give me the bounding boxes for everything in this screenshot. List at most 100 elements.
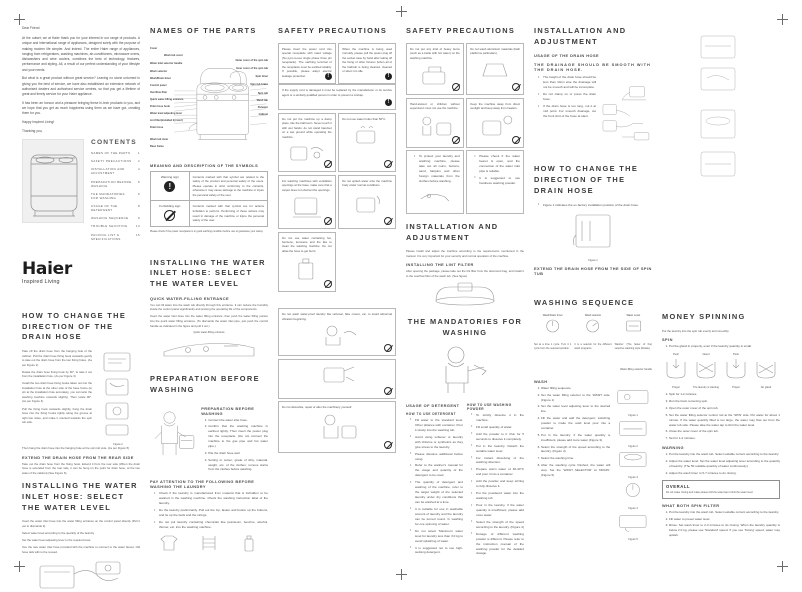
attention-heading: PAY ATTENTION TO THE FOLLOWING BEFORE WA… — [150, 479, 255, 490]
dial-wash-selector[interactable]: Wash selector — [574, 314, 611, 340]
detergent-item: Fill water to the standard level. Other … — [410, 417, 463, 433]
symbols-heading: MEANING AND DESCRIPTION OF THE SYMBOLS — [150, 162, 259, 168]
crop-mark-top-right — [777, 14, 788, 25]
letter-salutation: Dear Friend — [22, 26, 40, 30]
safety-warning-grid: Please insert the power cord into specia… — [278, 42, 396, 85]
safety2-grid-3: To protect your laundry and washing mach… — [406, 150, 524, 214]
welcome-letter: Dear Friend At the outset, we at Haier t… — [22, 26, 140, 134]
section-title-drain-hose-direction: HOW TO CHANGE THE DIRECTION OF THE DRAIN… — [22, 310, 127, 342]
powder-item: Pour in the laundry, if the water quanti… — [471, 503, 524, 518]
section-title-money-spinning: MONEY SPINNING — [662, 312, 746, 321]
gland-label-push: Push — [673, 353, 679, 357]
forbidden-icon — [323, 280, 332, 289]
dial-wash-drain-timer[interactable]: Wash/Drain timer — [534, 314, 571, 340]
powder-item: Put in the laundry. Detach the suitable … — [471, 443, 524, 454]
spinning-intro: Put the laundry into the spin tub evenly… — [662, 328, 730, 333]
spin-sub-heading: Spin — [662, 337, 673, 343]
section-title-change-drain-direction: HOW TO CHANGE THE DIRECTION OF THE DRAIN… — [534, 164, 639, 195]
aluminium-illustration — [482, 63, 508, 77]
section-title-prep-before-washing: PREPARATION BEFORE WASHING — [150, 374, 260, 394]
garment-icon — [160, 535, 178, 551]
gland-push-icon — [666, 359, 686, 379]
section-title-installation-adjustment-2: INSTALLATION AND ADJUSTMENT — [534, 26, 627, 46]
wash-figure-3 — [619, 451, 647, 467]
quick-entrance-figure — [163, 343, 255, 357]
safety2-cell: Hand-sluiced or children without supervi… — [406, 97, 464, 148]
part-label-cover: Cover — [150, 46, 158, 50]
safety-forbid-text: Do not use water hotter than 50°C. — [342, 116, 387, 121]
spin-filter-item: Put the laundry into the wash tub. Selec… — [669, 510, 780, 515]
parts-diagram: Cover Wash tub cover Water inlet selecto… — [150, 43, 268, 155]
inlet-step-2: Select water level according to the quan… — [22, 530, 95, 535]
powder-item: Select the strength of the speed accordi… — [471, 519, 524, 530]
drain-step-2: Rotate the drain hose fixing hook by 90°… — [22, 369, 92, 379]
prep-list: Connect the water inlet hose. Confirm th… — [201, 418, 268, 473]
safety-lower-stack: Do not wash water-proof laundry like rai… — [278, 308, 396, 454]
part-label-outer-cover-spin: Outer cover of the spin tub — [235, 58, 268, 62]
part-label-lint-filter: Lint filter(installed by user) — [150, 118, 183, 122]
section-title-safety-precautions-2: SAFETY PRECAUTIONS — [406, 26, 516, 35]
timer-dial-icon — [546, 320, 559, 333]
symbol-warning-cell: Warning sign ! — [150, 170, 190, 202]
column-5: INSTALLATION AND ADJUSTMENT USAGE OF THE… — [534, 26, 652, 560]
gland-label-gland: Gland — [702, 353, 710, 357]
quick-water-text-1: You can fill water into the wash tub dir… — [150, 302, 268, 312]
powder-item: Add the powder to it. Run for 5 seconds … — [471, 431, 524, 442]
safety-forbid-text: For washing machines with ventilation op… — [282, 178, 332, 192]
exclamation-icon: ! — [164, 180, 176, 192]
water-level-lever-icon — [626, 321, 641, 332]
safety2-text: Keep the machine away from direct sunlig… — [470, 101, 520, 111]
zipper-icon — [202, 535, 216, 550]
gland-label-slanting: The laundry is slanting — [693, 386, 719, 390]
usage-drain-hose-heading: USAGE OF THE DRAIN HOSE — [534, 53, 600, 59]
powder-item: Dosage of different washing powder is di… — [471, 531, 524, 557]
dial-label: Water Level — [626, 314, 641, 318]
change-direction-item: Figure 1 indicates the ex-factory instal… — [538, 202, 652, 208]
safety2-cell: Please check if the water faucet is open… — [466, 150, 524, 214]
toc-page: 13 — [135, 224, 140, 229]
drain-hose-figures — [103, 352, 131, 436]
figure-label-2: Figure 2 — [113, 442, 123, 446]
drain-step-5: Then hang the drain hose into the hangin… — [22, 445, 130, 450]
pockets-illustration — [420, 193, 450, 202]
toc-page: 8 — [137, 204, 140, 209]
toc-label: TROUBLE SHOOTING — [91, 224, 128, 229]
spin-filter-item: Fill water to preset water level. — [669, 517, 780, 522]
drain-hose-usage-figures — [602, 86, 650, 141]
installation-intro: Please install and adjust the machine ac… — [406, 249, 524, 258]
part-label-cabinet: Cabinet — [258, 112, 268, 116]
safety-forbid-cell: Do not put the machine up a damp place, … — [278, 112, 336, 173]
safety-forbid-cell: For washing machines with ventilation op… — [278, 174, 336, 229]
gland-fig-4: No gland — [752, 352, 780, 389]
dial-water-level[interactable]: Water Level — [615, 314, 652, 340]
part-label-spin-tub-brake: Spin tub brake — [250, 82, 268, 86]
toc-label: PACKING LIST & SPECIFICATIONS — [91, 232, 121, 241]
powder-item: Fill small quantity of water. — [471, 424, 524, 430]
toc-item[interactable]: TROUBLE SHOOTING 13 — [91, 224, 140, 228]
attention-item: Check if the laundry is manufactured fro… — [154, 491, 268, 506]
symbol-forbid-desc: Contents marked with that symbol are for… — [188, 200, 269, 227]
symbol-warning-desc: Contents marked with that symbol are rel… — [188, 170, 269, 202]
part-label-wash-tub-cover: Wash tub cover — [164, 53, 183, 57]
letter-closing-1: Happy Inspired Living! — [22, 120, 55, 125]
drain-usage-item: The height of the drain hose should be l… — [538, 75, 596, 90]
gland-fig-3: Push Proper — [722, 352, 750, 389]
crop-mark-bottom-center — [396, 569, 407, 580]
toc-label: SAFETY PRECAUTIONS — [91, 159, 132, 164]
haier-wordmark: Haier — [22, 258, 72, 279]
toc-label: PREPARATION BEFORE WASHING — [91, 179, 132, 188]
part-label-drain-hose: Drain hose — [150, 125, 164, 129]
dial-label: Wash/Drain timer — [542, 314, 563, 318]
safety-warning-text: When the machine is being used normally,… — [342, 46, 392, 74]
subsection-extend-drain-rear: EXTEND THE DRAIN HOSE FROM THE REAR SIDE — [22, 454, 134, 460]
safety-forbid-cell: Do not use water hotter than 50°C. — [338, 112, 396, 173]
